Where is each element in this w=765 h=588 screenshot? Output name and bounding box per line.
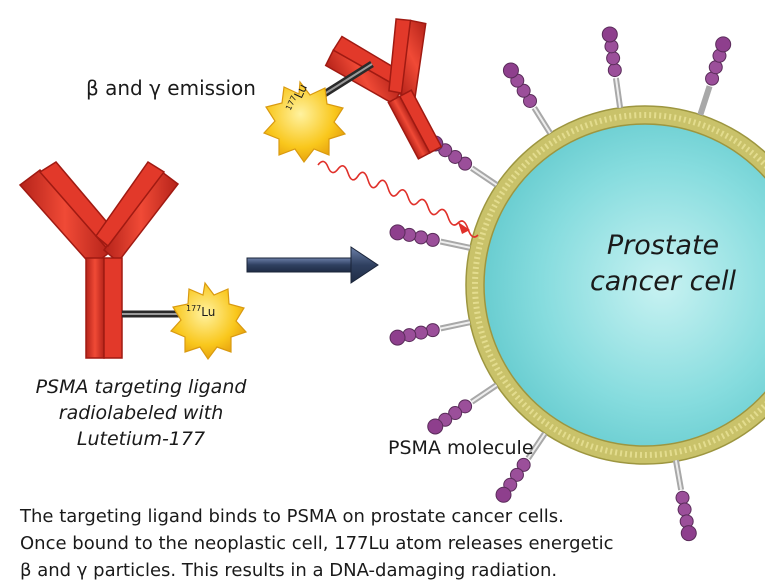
psma-molecule — [389, 224, 471, 251]
caption-line-1: The targeting ligand binds to PSMA on pr… — [20, 506, 564, 527]
psma-molecule-label: PSMA molecule — [388, 437, 534, 459]
process-arrow — [246, 246, 379, 284]
caption-line-2: Once bound to the neoplastic cell, 177Lu… — [20, 533, 614, 554]
ligand-label-line-2: radiolabeled with — [58, 402, 224, 424]
lu-mass-left: 177 — [186, 304, 202, 313]
psma-molecule — [389, 319, 471, 346]
cancer-cell-label-line-1: Prostate — [606, 230, 720, 261]
psma-molecule — [495, 431, 548, 503]
psma-molecule — [601, 26, 624, 109]
radiation-wave — [317, 160, 479, 238]
ligand-label-line-1: PSMA targeting ligand — [35, 376, 247, 398]
figure-caption: The targeting ligand binds to PSMA on pr… — [20, 503, 760, 584]
psma-molecule — [427, 382, 499, 435]
ligand-label-line-3: Lutetium-177 — [76, 428, 206, 450]
antibody-bound — [324, 18, 443, 160]
lutetium-label-left: 177Lu — [186, 304, 215, 319]
psma-stalk-group — [389, 26, 732, 503]
lu-symbol-left: Lu — [201, 305, 216, 319]
psma-molecule — [502, 62, 553, 135]
prostate-cancer-cell — [465, 105, 765, 465]
psma-molecule — [697, 36, 732, 116]
lutetium-atom-left — [169, 281, 248, 361]
lutetium-atom-bound — [262, 80, 347, 164]
antibody-left — [18, 160, 180, 359]
linker-bound — [316, 61, 374, 101]
cancer-cell-label-line-2: cancer cell — [589, 266, 737, 297]
radiation-arrowhead — [458, 222, 470, 234]
ligand-label: PSMA targeting ligand radiolabeled with … — [0, 374, 282, 452]
caption-line-3: β and γ particles. This results in a DNA… — [20, 560, 558, 581]
cancer-cell-label: Prostate cancer cell — [568, 228, 758, 300]
emission-label: β and γ emission — [86, 76, 256, 100]
